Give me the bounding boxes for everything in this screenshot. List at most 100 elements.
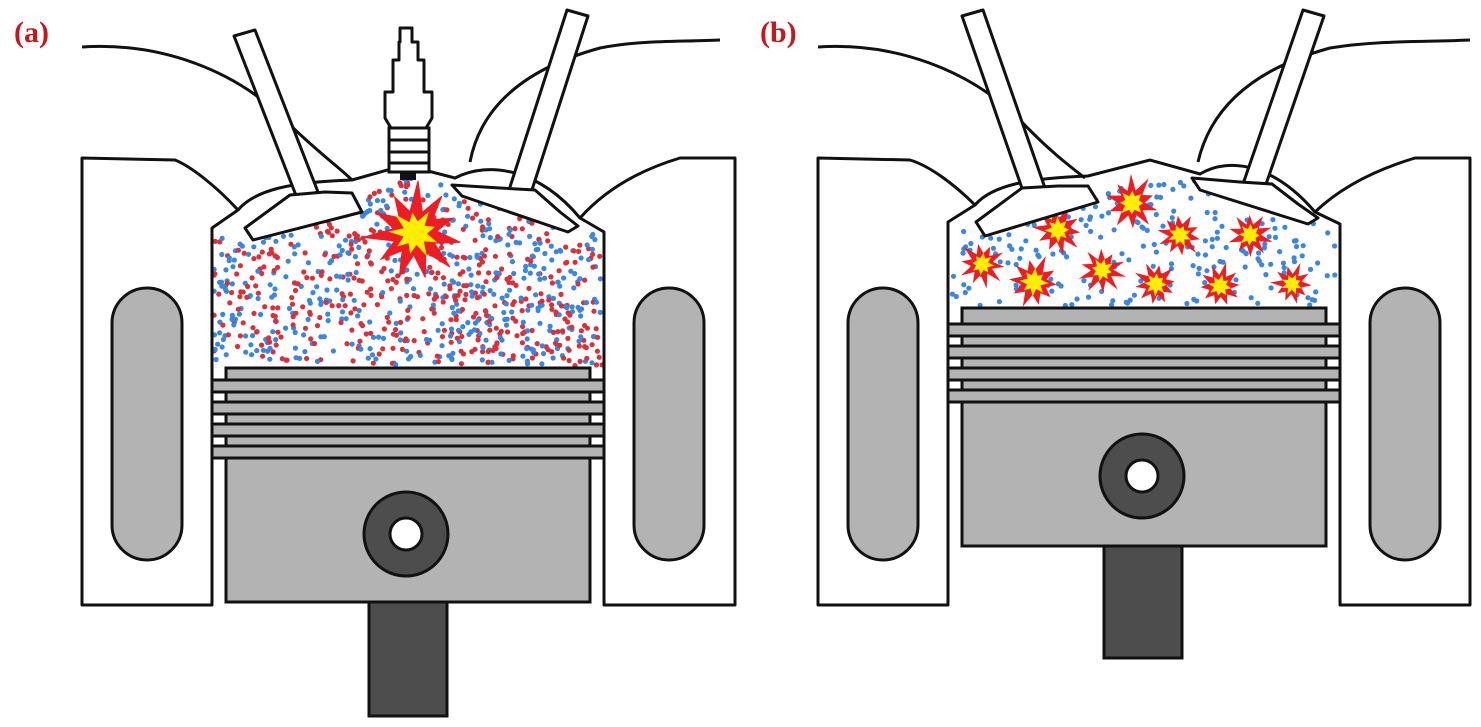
mixture-particle xyxy=(471,314,476,319)
mixture-particle xyxy=(535,341,540,346)
coolant-passage-right xyxy=(1370,288,1440,560)
mixture-particle xyxy=(260,354,265,359)
mixture-particle xyxy=(505,329,510,334)
mixture-particle xyxy=(497,271,502,276)
mixture-particle xyxy=(1255,256,1260,261)
mixture-particle xyxy=(220,236,225,241)
mixture-particle xyxy=(577,243,582,248)
mixture-particle xyxy=(272,292,277,297)
mixture-particle xyxy=(450,351,455,356)
mixture-particle xyxy=(578,334,583,339)
mixture-particle xyxy=(1282,225,1287,230)
mixture-particle xyxy=(296,242,301,247)
mixture-particle xyxy=(306,260,311,265)
mixture-particle xyxy=(1219,224,1224,229)
mixture-particle xyxy=(1315,260,1320,265)
mixture-particle xyxy=(317,315,322,320)
mixture-particle xyxy=(242,251,247,256)
mixture-particle xyxy=(335,229,340,234)
panel-a-label: (a) xyxy=(14,16,49,49)
mixture-particle xyxy=(489,360,494,365)
mixture-particle xyxy=(389,286,394,291)
mixture-particle xyxy=(1191,263,1196,268)
mixture-particle xyxy=(1005,260,1010,265)
mixture-particle xyxy=(586,257,591,262)
mixture-particle xyxy=(354,270,359,275)
mixture-particle xyxy=(499,329,504,334)
mixture-particle xyxy=(226,332,231,337)
mixture-particle xyxy=(261,240,266,245)
mixture-particle xyxy=(567,358,572,363)
mixture-particle xyxy=(476,270,481,275)
mixture-particle xyxy=(529,303,534,308)
mixture-particle xyxy=(577,276,582,281)
mixture-particle xyxy=(256,254,261,259)
piston-ring xyxy=(212,446,604,458)
mixture-particle xyxy=(495,234,500,239)
mixture-particle xyxy=(1273,235,1278,240)
mixture-particle xyxy=(349,242,354,247)
mixture-particle xyxy=(480,233,485,238)
mixture-particle xyxy=(477,331,482,336)
mixture-particle xyxy=(449,356,454,361)
mixture-particle xyxy=(403,336,408,341)
mixture-particle xyxy=(353,254,358,259)
mixture-particle xyxy=(1019,246,1024,251)
mixture-particle xyxy=(352,231,357,236)
mixture-particle xyxy=(357,339,362,344)
mixture-particle xyxy=(287,306,292,311)
mixture-particle xyxy=(475,295,480,300)
mixture-particle xyxy=(567,313,572,318)
mixture-particle xyxy=(551,330,556,335)
mixture-particle xyxy=(442,328,447,333)
mixture-particle xyxy=(340,248,345,253)
mixture-particle xyxy=(250,325,255,330)
mixture-particle xyxy=(268,282,273,287)
mixture-particle xyxy=(1202,280,1207,285)
mixture-particle xyxy=(310,290,315,295)
mixture-particle xyxy=(532,241,537,246)
mixture-particle xyxy=(355,261,360,266)
mixture-particle xyxy=(1064,254,1069,259)
mixture-particle xyxy=(367,248,372,253)
mixture-particle xyxy=(347,233,352,238)
mixture-particle xyxy=(293,311,298,316)
mixture-particle xyxy=(444,294,449,299)
mixture-particle xyxy=(571,285,576,290)
mixture-particle xyxy=(415,272,420,277)
mixture-particle xyxy=(356,245,361,250)
mixture-particle xyxy=(454,317,459,322)
mixture-particle xyxy=(1017,256,1022,261)
mixture-particle xyxy=(219,252,224,257)
mixture-particle xyxy=(1188,196,1193,201)
mixture-particle xyxy=(293,288,298,293)
mixture-particle xyxy=(426,291,431,296)
mixture-particle xyxy=(502,317,507,322)
mixture-particle xyxy=(390,346,395,351)
mixture-particle xyxy=(462,297,467,302)
mixture-particle xyxy=(433,294,438,299)
mixture-particle xyxy=(217,330,222,335)
mixture-particle xyxy=(553,310,558,315)
mixture-particle xyxy=(439,343,444,348)
mixture-particle xyxy=(398,320,403,325)
mixture-particle xyxy=(464,283,469,288)
mixture-particle xyxy=(1119,251,1124,256)
mixture-particle xyxy=(582,323,587,328)
mixture-particle xyxy=(267,251,272,256)
coolant-passage-left xyxy=(848,288,918,560)
mixture-particle xyxy=(1161,182,1166,187)
mixture-particle xyxy=(262,304,267,309)
mixture-particle xyxy=(480,259,485,264)
mixture-particle xyxy=(572,271,577,276)
mixture-particle xyxy=(1313,289,1318,294)
mixture-particle xyxy=(597,355,602,360)
mixture-particle xyxy=(219,280,224,285)
mixture-particle xyxy=(525,328,530,333)
mixture-particle xyxy=(1152,242,1157,247)
mixture-particle xyxy=(272,286,277,291)
mixture-particle xyxy=(541,351,546,356)
mixture-particle xyxy=(1141,244,1146,249)
mixture-particle xyxy=(1215,236,1220,241)
mixture-particle xyxy=(1310,297,1315,302)
